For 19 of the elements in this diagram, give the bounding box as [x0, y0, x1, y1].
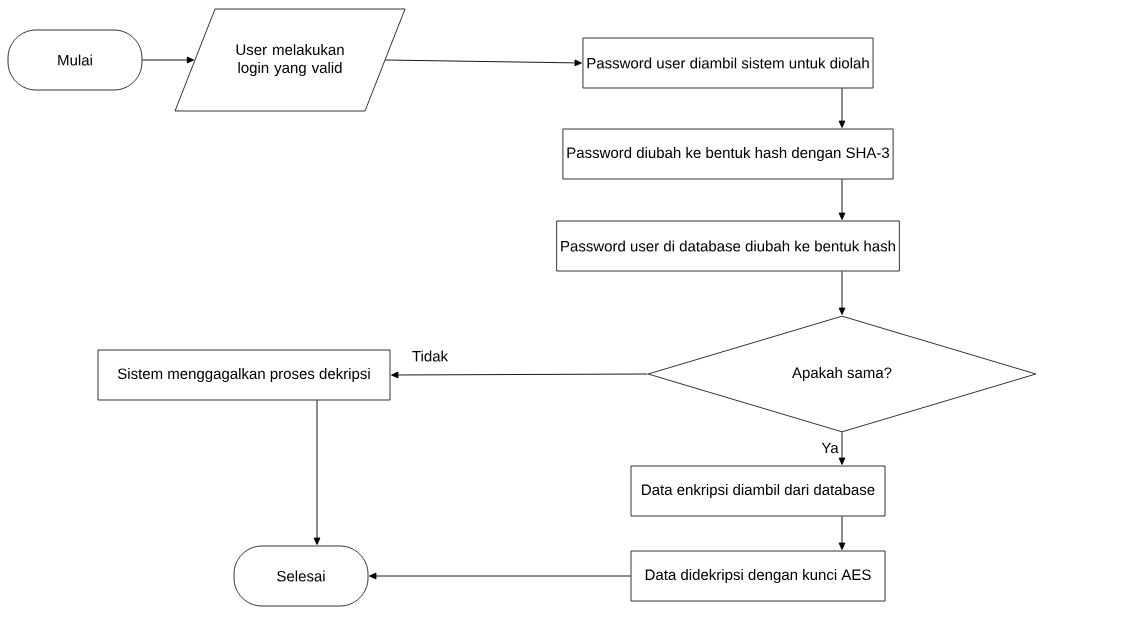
arrow — [838, 431, 846, 465]
arrow — [384, 59, 582, 67]
arrow — [313, 399, 321, 545]
arrow — [391, 371, 649, 379]
process-box: Data enkripsi diambil dari database — [630, 465, 886, 517]
arrow — [838, 87, 846, 128]
input-parallelogram: User melakukan login yang valid — [174, 8, 406, 112]
arrow — [838, 178, 846, 220]
process-box: Password user di database diubah ke bentuk hash — [556, 220, 900, 272]
arrow — [141, 56, 195, 64]
process-box: Data didekripsi dengan kunci AES — [630, 550, 886, 602]
arrow — [838, 270, 846, 315]
edge-label: Tidak — [410, 349, 450, 363]
process-box: Password user diambil sistem untuk diolah — [582, 37, 874, 89]
arrow — [838, 515, 846, 550]
process-box: Sistem menggagalkan proses dekripsi — [97, 349, 391, 401]
edge-label: Ya — [820, 441, 840, 455]
arrow — [369, 572, 632, 580]
process-box: Password diubah ke bentuk hash dengan SHA-3 — [562, 128, 894, 180]
